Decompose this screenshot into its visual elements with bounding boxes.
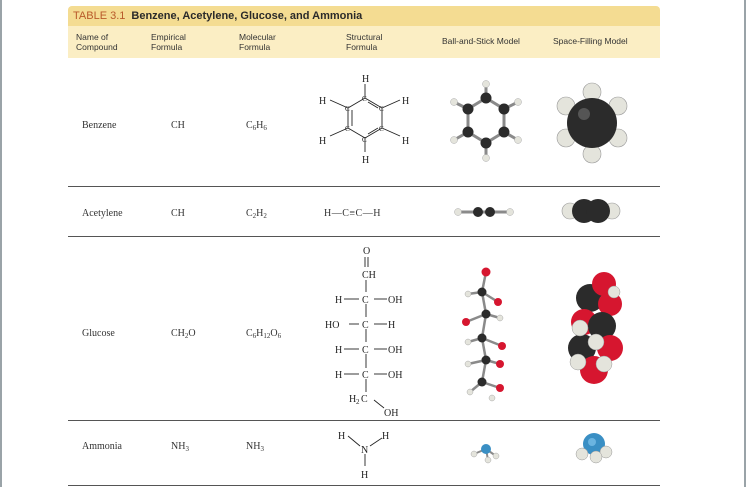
svg-text:C: C: [379, 105, 384, 113]
svg-text:C: C: [345, 105, 350, 113]
window-right-border: [744, 0, 746, 487]
svg-text:OH: OH: [388, 345, 402, 356]
svg-text:C: C: [362, 95, 367, 103]
ammonia-structural-formula: H H N H: [338, 431, 389, 481]
svg-text:H: H: [402, 136, 409, 147]
table-number: TABLE 3.1: [73, 10, 126, 22]
row-benzene-molecular: C6H6: [246, 120, 267, 132]
svg-text:OH: OH: [388, 295, 402, 306]
svg-text:H: H: [362, 155, 369, 166]
svg-text:OH: OH: [384, 408, 398, 417]
svg-text:C: C: [362, 136, 367, 144]
svg-text:H: H: [362, 74, 369, 85]
svg-text:H: H: [319, 136, 326, 147]
svg-text:C: C: [362, 345, 369, 356]
glucose-space-filling-model: [568, 272, 623, 384]
svg-text:H: H: [402, 96, 409, 107]
svg-text:N: N: [361, 445, 368, 456]
svg-text:C: C: [345, 125, 350, 133]
row-ammonia-name: Ammonia: [82, 441, 122, 452]
benzene-space-filling-model: [556, 82, 628, 164]
row-acetylene-name: Acetylene: [82, 208, 123, 219]
acetylene-space-filling-model: [561, 199, 621, 223]
benzene-structural-formula: H H H H H H C C C C C C: [319, 74, 409, 166]
svg-text:C: C: [362, 295, 369, 306]
svg-text:H: H: [335, 295, 342, 306]
svg-text:O: O: [363, 246, 370, 257]
row-ammonia-empirical: NH3: [171, 441, 189, 453]
table-3-1: TABLE 3.1 Benzene, Acetylene, Glucose, an…: [68, 6, 660, 487]
row-acetylene-empirical: CH: [171, 208, 185, 219]
acetylene-ball-stick-model: [454, 207, 514, 217]
svg-text:H: H: [335, 370, 342, 381]
glucose-ball-stick-model: [462, 267, 506, 402]
row-ammonia-molecular: NH3: [246, 441, 264, 453]
svg-text:2: 2: [356, 398, 360, 406]
svg-text:HO: HO: [325, 320, 339, 331]
ammonia-space-filling-model: [575, 433, 613, 464]
svg-text:H: H: [388, 320, 395, 331]
table-title: Benzene, Acetylene, Glucose, and Ammonia: [131, 10, 363, 22]
row-acetylene-molecular: C2H2: [246, 208, 267, 220]
svg-text:H: H: [382, 431, 389, 442]
row-divider: [68, 420, 660, 421]
row-divider: [68, 236, 660, 237]
row-acetylene-structural: H—C≡C—H: [324, 208, 381, 219]
header-space-fill: Space-Filling Model: [553, 36, 628, 46]
svg-text:CH: CH: [362, 270, 376, 281]
header-ball-stick: Ball-and-Stick Model: [442, 36, 520, 46]
svg-text:C: C: [362, 320, 369, 331]
svg-text:H: H: [349, 394, 356, 405]
row-glucose-molecular: C6H12O6: [246, 328, 282, 340]
svg-text:C: C: [361, 394, 368, 405]
svg-text:H: H: [319, 96, 326, 107]
row-glucose-name: Glucose: [82, 328, 115, 339]
benzene-ball-stick-model: [450, 80, 522, 162]
svg-text:OH: OH: [388, 370, 402, 381]
row-benzene-empirical: CH: [171, 120, 185, 131]
svg-text:H: H: [338, 431, 345, 442]
svg-text:C: C: [379, 125, 384, 133]
table-title-bar: TABLE 3.1 Benzene, Acetylene, Glucose, an…: [68, 6, 660, 26]
svg-text:H: H: [335, 345, 342, 356]
row-divider: [68, 485, 660, 486]
window-left-border: [0, 0, 2, 487]
row-glucose-empirical: CH2O: [171, 328, 196, 340]
row-benzene-name: Benzene: [82, 120, 117, 131]
svg-text:C: C: [362, 370, 369, 381]
row-divider: [68, 186, 660, 187]
ammonia-ball-stick-model: [470, 444, 500, 464]
svg-text:H: H: [361, 470, 368, 481]
